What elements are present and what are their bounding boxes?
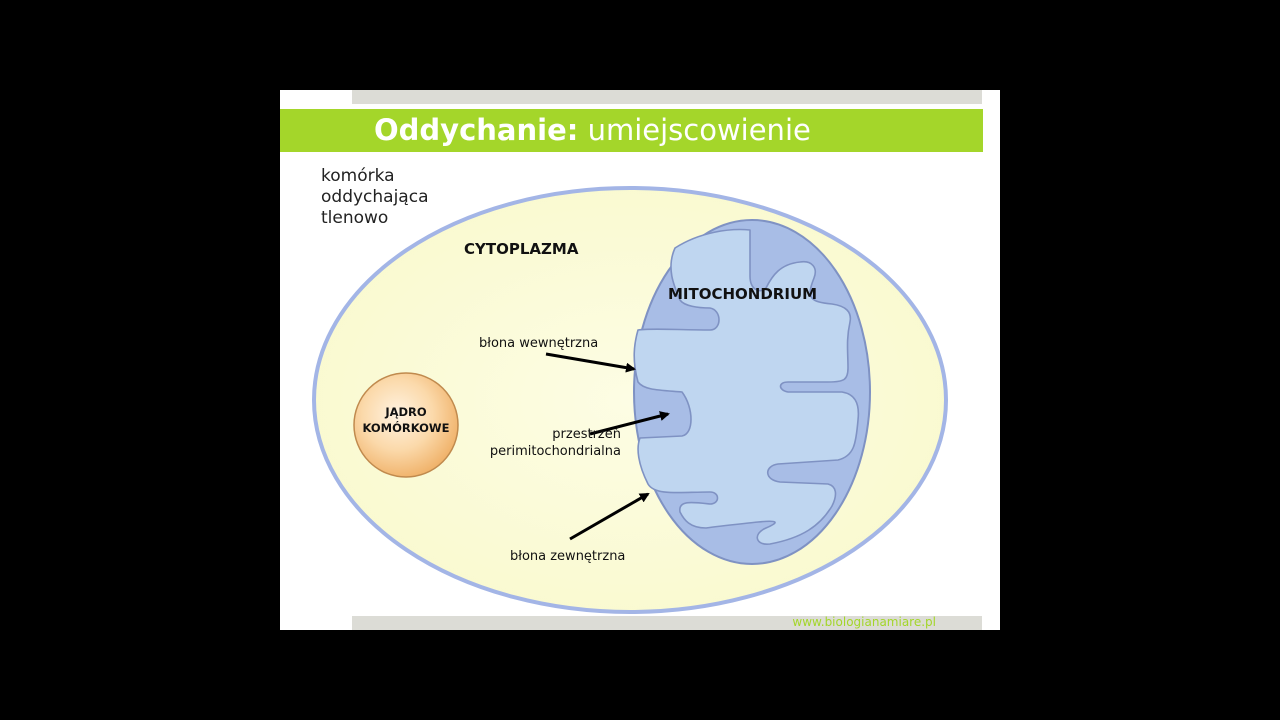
mitochondrion-label: MITOCHONDRIUM [668,285,818,303]
arrow-intermembrane-space [589,411,670,436]
title-bar [280,109,983,152]
arrow-inner-membrane [545,352,636,373]
cell-label-line-3: tlenowo [321,208,389,228]
title-bold-part: Oddychanie: [374,113,579,147]
arrow-outer-membrane [569,492,650,541]
nucleus-label-line-1: JĄDRO [385,405,427,419]
slide: Oddychanie: umiejscowienie [280,90,1000,630]
cell-label-line-2: oddychająca [321,187,429,207]
nucleus-label: JĄDRO KOMÓRKOWE [353,404,459,436]
nucleus [353,372,459,478]
mitochondrion-matrix [633,228,860,545]
intermembrane-label-line-2: perimitochondrialna [489,444,621,459]
bottom-decorative-strip [352,616,982,630]
cell-label-line-1: komórka [321,166,395,186]
cell-label: komórka oddychająca tlenowo [321,166,429,229]
intermembrane-label-line-1: przestrzeń [552,427,621,442]
intermembrane-space-label: przestrzeń perimitochondrialna [480,426,621,460]
title-rest-part: umiejscowienie [587,113,811,147]
nucleus-label-line-2: KOMÓRKOWE [362,421,450,435]
footer-url-link[interactable]: www.biologianamiare.pl [792,615,936,629]
outer-membrane-label: błona zewnętrzna [510,549,626,564]
slide-title: Oddychanie: umiejscowienie [374,113,811,147]
top-decorative-strip [352,90,982,104]
inner-membrane-label: błona wewnętrzna [479,336,599,351]
cytoplasm-label: CYTOPLAZMA [464,240,579,258]
cell-diagram [312,186,948,614]
